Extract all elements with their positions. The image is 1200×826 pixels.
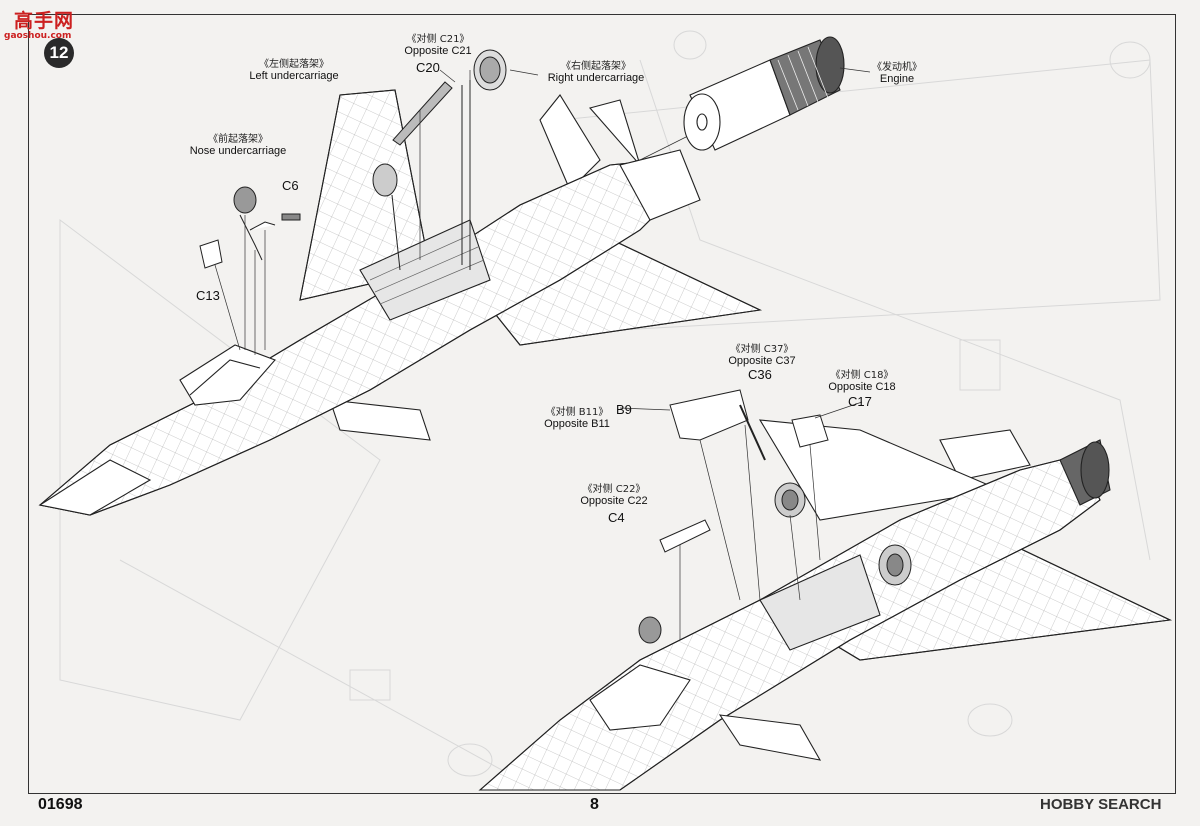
step-number-badge: 12 [44, 38, 74, 68]
part-label-c13: C13 [196, 288, 220, 303]
callout-en: Opposite C22 [580, 495, 648, 507]
callout-engine: 《发动机》 Engine [862, 58, 932, 85]
page-frame [28, 14, 1176, 794]
page-number: 8 [590, 796, 599, 813]
part-label-c20: C20 [416, 60, 440, 75]
lower-gear-parts [638, 389, 912, 644]
callout-en: Nose undercarriage [189, 145, 287, 157]
callout-en: Opposite C18 [828, 381, 896, 393]
part-label-c17: C17 [848, 394, 872, 409]
callout-cn: 《右侧起落架》 [561, 61, 631, 72]
callout-cn: 《发动机》 [872, 62, 922, 73]
callout-opposite-b11: 《对侧 B11》 Opposite B11 [540, 403, 614, 430]
part-label-c36: C36 [748, 367, 772, 382]
leader-lines [439, 67, 871, 419]
watermark-en: gaoshou.com [4, 31, 72, 41]
lower-aircraft [478, 419, 1172, 791]
callout-cn: 《对侧 C18》 [830, 370, 894, 381]
callout-cn: 《对侧 C21》 [406, 34, 470, 45]
callout-nose-undercarriage: 《前起落架》 Nose undercarriage [178, 130, 298, 157]
callout-en: Opposite C37 [728, 355, 796, 367]
callout-opposite-c37: 《对侧 C37》 Opposite C37 [720, 340, 804, 367]
watermark-cn: 高手网 [14, 10, 75, 32]
part-label-c6: C6 [282, 178, 299, 193]
callout-cn: 《对侧 C22》 [582, 484, 646, 495]
callout-en: Opposite B11 [544, 418, 610, 430]
upper-gear-parts [199, 49, 701, 355]
callout-en: Opposite C21 [404, 45, 472, 57]
callout-cn: 《对侧 B11》 [545, 407, 609, 418]
callout-en: Left undercarriage [249, 70, 339, 82]
callout-opposite-c22: 《对侧 C22》 Opposite C22 [572, 480, 656, 507]
callout-left-undercarriage: 《左侧起落架》 Left undercarriage [236, 55, 352, 82]
callout-en: Engine [879, 73, 915, 85]
watermark-logo: 高手网 gaoshou.com [4, 4, 76, 41]
product-code: 01698 [38, 796, 83, 813]
part-label-c4: C4 [608, 510, 625, 525]
callout-cn: 《对侧 C37》 [730, 344, 794, 355]
callout-right-undercarriage: 《右侧起落架》 Right undercarriage [538, 57, 654, 84]
callout-cn: 《前起落架》 [208, 134, 268, 145]
callout-opposite-c21: 《对侧 C21》 Opposite C21 [383, 30, 493, 57]
callout-opposite-c18: 《对侧 C18》 Opposite C18 [820, 366, 904, 393]
brand-watermark: HOBBY SEARCH [1040, 796, 1162, 813]
part-label-b9: B9 [616, 402, 632, 417]
engine-part [683, 36, 845, 151]
callout-en: Right undercarriage [547, 72, 645, 84]
callout-cn: 《左侧起落架》 [259, 59, 329, 70]
